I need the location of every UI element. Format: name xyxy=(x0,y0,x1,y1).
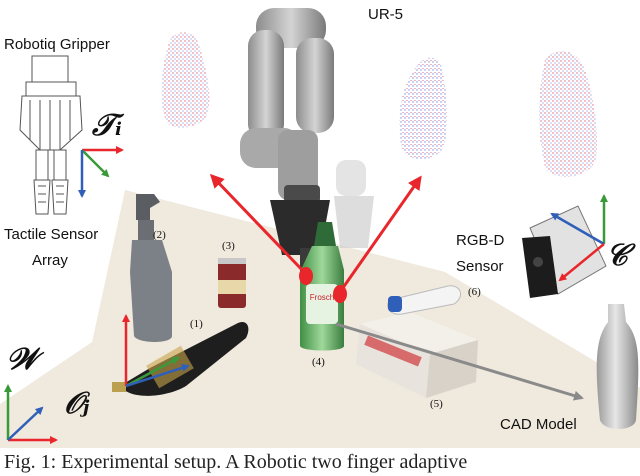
point-cloud-right xyxy=(539,50,598,177)
world-frame-axes xyxy=(4,384,58,444)
ur5-label: UR-5 xyxy=(368,6,404,23)
tactile-sensor-label: Tactile Sensor xyxy=(4,226,99,243)
svg-text:Frosch: Frosch xyxy=(310,293,334,302)
camera-frame-axes xyxy=(550,194,608,282)
figure-caption: Fig. 1: Experimental setup. A Robotic tw… xyxy=(4,451,468,473)
tactile-frame-axes xyxy=(78,146,124,198)
object-number-6: (6) xyxy=(468,286,481,298)
cad-model xyxy=(596,304,639,429)
camera-frame-symbol: 𝒞 xyxy=(606,238,628,273)
table-shadow xyxy=(0,190,125,404)
tactile-array-label: Array xyxy=(32,252,68,269)
robotiq-gripper-drawing xyxy=(19,55,83,215)
object-number-3: (3) xyxy=(222,240,235,252)
sensor-label: Sensor xyxy=(456,258,504,275)
tactile-frame-symbol: 𝒯i xyxy=(92,108,122,143)
soup-can xyxy=(218,258,246,308)
object-number-1: (1) xyxy=(190,318,203,330)
point-cloud-middle xyxy=(399,57,447,160)
world-frame-symbol: 𝒲 xyxy=(6,342,38,377)
gripper-label: Robotiq Gripper xyxy=(4,36,110,53)
spray-bottle xyxy=(130,194,172,342)
sugar-box xyxy=(356,312,478,398)
object-frame-symbol: 𝒪j xyxy=(64,386,90,421)
point-cloud-left xyxy=(161,32,210,128)
rgbd-label: RGB-D xyxy=(456,232,505,249)
object-number-4: (4) xyxy=(312,356,325,368)
cad-model-label: CAD Model xyxy=(500,416,577,433)
object-frame-axes xyxy=(122,314,190,388)
object-number-2: (2) xyxy=(153,229,166,241)
object-number-5: (5) xyxy=(430,398,443,410)
experimental-setup-figure: Frosch xyxy=(0,8,640,448)
rgbd-sensor xyxy=(522,205,607,298)
cream-tube xyxy=(387,285,462,315)
